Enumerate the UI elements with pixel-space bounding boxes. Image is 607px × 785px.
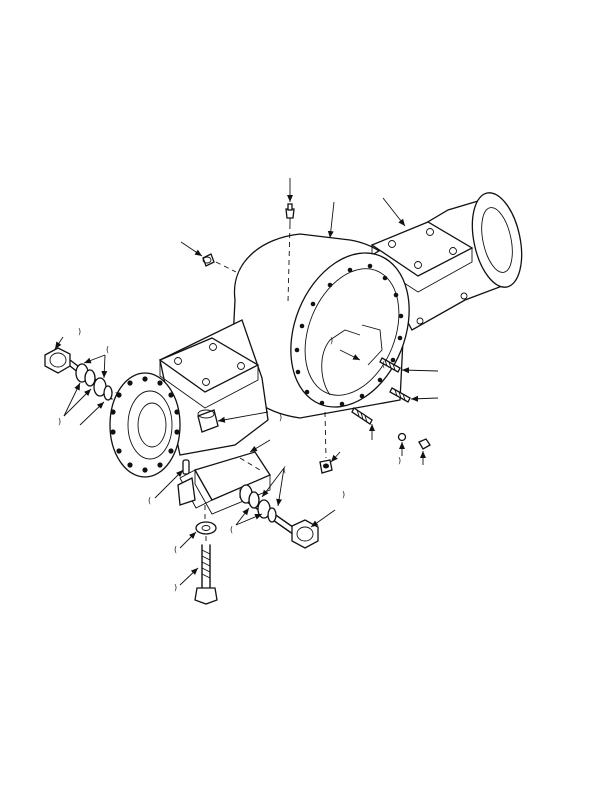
callout-mark: ) xyxy=(174,583,177,592)
left-u-bolt-stack xyxy=(44,347,113,401)
callout-mark: ) xyxy=(398,456,401,465)
left-flange-holes xyxy=(110,376,180,473)
callout-mark: ) xyxy=(78,327,81,336)
callout-mark: ( xyxy=(148,496,151,505)
callout-marks: ) ( ) ) ( ) ( ( ) ( ) ( ) xyxy=(58,327,401,592)
right-u-bolt-stack xyxy=(239,484,319,549)
housing-drain-plug xyxy=(319,459,333,474)
ring-stud-holes xyxy=(294,263,404,407)
callout-mark: ( xyxy=(106,345,109,354)
callout-mark: ) xyxy=(58,417,61,426)
callout-mark: ( xyxy=(174,545,177,554)
side-studs xyxy=(351,357,431,450)
callout-mark: ( xyxy=(382,360,385,369)
callout-mark: ) xyxy=(342,490,345,499)
callout-leaders xyxy=(54,178,439,586)
axle-housing xyxy=(109,192,523,515)
callout-mark: ( xyxy=(230,525,233,534)
fill-plug xyxy=(202,253,215,267)
callout-mark: ) xyxy=(279,413,282,422)
callout-mark: ( xyxy=(283,465,286,474)
lower-mounting-bolt xyxy=(194,521,218,605)
breather-fitting xyxy=(285,203,295,224)
callout-mark: ) xyxy=(330,336,333,345)
